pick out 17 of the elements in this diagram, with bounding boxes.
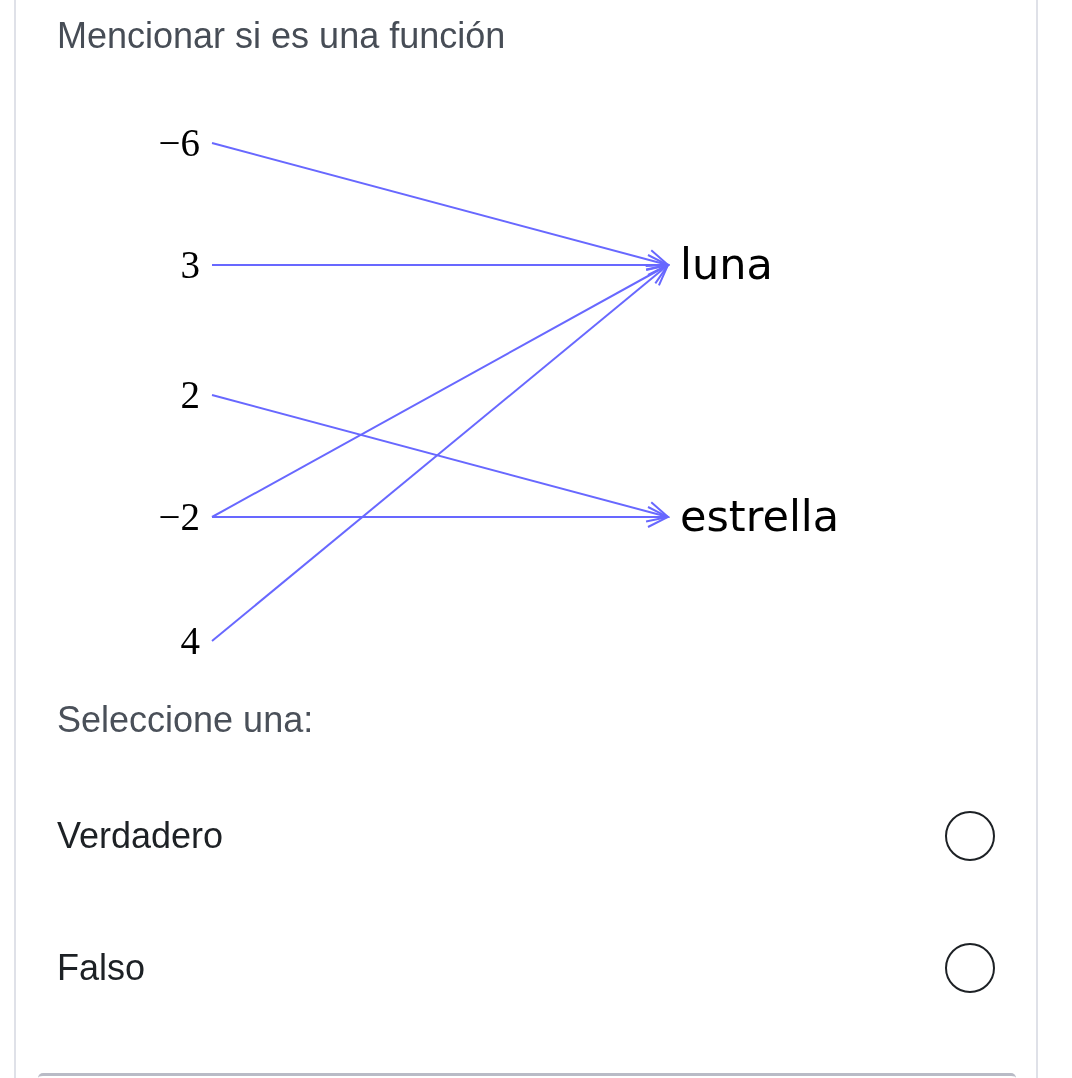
arrow — [211, 254, 669, 276]
domain-value-label: 2 — [176, 373, 212, 417]
option-label: Verdadero — [57, 815, 224, 857]
arrow — [211, 394, 669, 523]
domain-value-label: −2 — [154, 495, 212, 539]
question-title: Mencionar si es una función — [57, 15, 506, 57]
range-value-label: luna — [668, 241, 777, 289]
arrow — [211, 142, 669, 271]
arrow — [211, 264, 669, 518]
option-label: Falso — [57, 947, 146, 989]
range-value-label: estrella — [668, 493, 844, 541]
arrow — [211, 264, 669, 642]
domain-value-label: 3 — [176, 243, 212, 287]
arrow — [211, 506, 669, 528]
prompt-text: Seleccione una: — [57, 699, 314, 741]
domain-value-label: 4 — [176, 619, 212, 663]
domain-value-label: −6 — [154, 121, 212, 165]
